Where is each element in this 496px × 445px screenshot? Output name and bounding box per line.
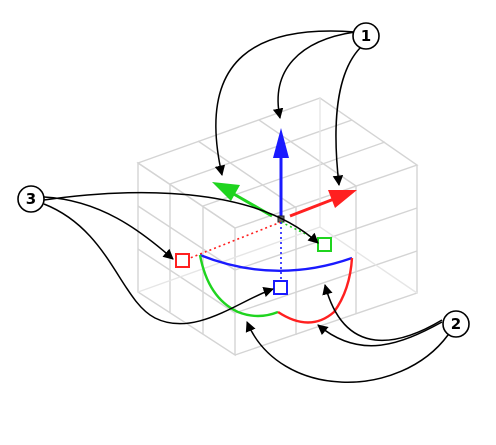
rotate-gizmo [198, 253, 354, 324]
callout-1-label: 1 [361, 27, 371, 45]
callout-3-arrows [43, 191, 319, 325]
z-rotation-arc[interactable] [199, 253, 353, 272]
y-scale-handle[interactable] [317, 237, 332, 252]
callout-2-label: 2 [451, 315, 461, 333]
callout-3: 3 [17, 185, 45, 213]
callout-3-circle [17, 185, 45, 213]
projection-lines [189, 221, 321, 281]
x-axis-line[interactable] [289, 197, 335, 218]
x-scale-handle[interactable] [175, 253, 190, 268]
y-rotation-arc[interactable] [198, 254, 279, 318]
z-scale-handle[interactable] [273, 280, 288, 295]
callout-1: 1 [352, 22, 380, 50]
grid-box [136, 97, 419, 357]
callout-1-circle [352, 22, 380, 50]
x-axis-arrowhead[interactable] [328, 190, 357, 208]
callout-1-arrows [214, 30, 361, 187]
callout-2-arrows [245, 283, 449, 383]
x-rotation-arc[interactable] [277, 257, 354, 324]
callout-3-label: 3 [26, 190, 36, 208]
callout-2-circle [442, 310, 470, 338]
z-axis-arrowhead[interactable] [273, 128, 289, 158]
scale-handles [175, 237, 332, 295]
y-axis-arrowhead[interactable] [212, 182, 240, 201]
callout-2: 2 [442, 310, 470, 338]
